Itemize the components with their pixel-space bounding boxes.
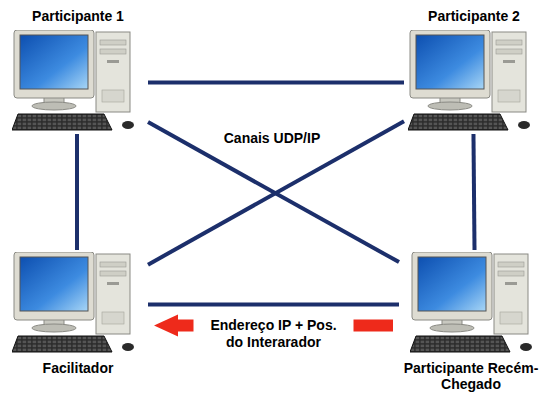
computer-label: Participante 1 [28,6,128,26]
computer-label: Facilitador [39,358,118,378]
channel-label: Canais UDP/IP [220,129,324,147]
computer-node: Participante Recém-Chegado [399,250,543,394]
udp-channel-line [148,81,404,85]
computer-label: Participante 2 [424,6,524,26]
arrow-head [154,315,194,337]
arrow-tail [354,320,394,332]
edge-label: Endereço IP + Pos. do Interarador [204,317,344,351]
computer-node: Participante 2 [404,6,544,134]
computer-icon [408,30,530,130]
computer-node: Facilitador [8,250,148,378]
computer-node: Participante 1 [8,6,148,134]
computer-label: Participante Recém-Chegado [399,358,543,394]
udp-channel-line [148,303,399,307]
udp-channel-line [75,134,79,250]
computer-icon [410,252,532,352]
computer-icon [12,252,134,352]
udp-channel-line [148,121,404,265]
computer-icon [12,30,134,130]
udp-channel-line [473,134,474,250]
